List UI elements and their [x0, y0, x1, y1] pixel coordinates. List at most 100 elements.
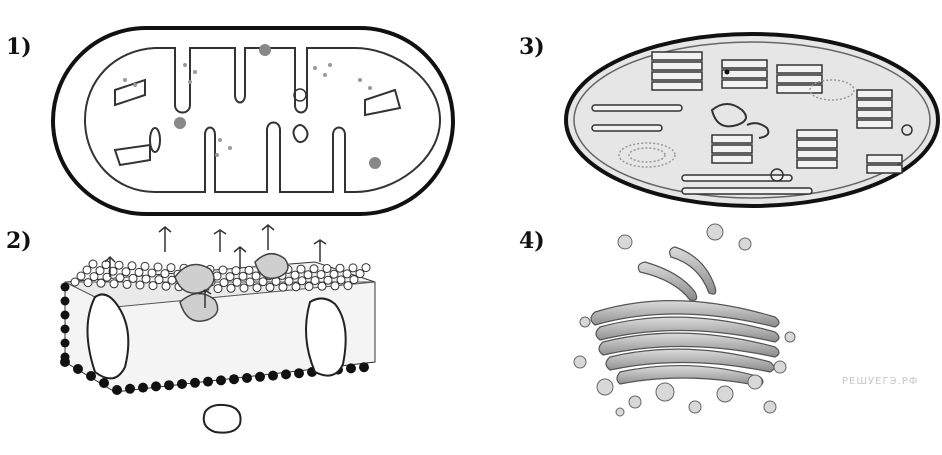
phospholipid-head — [359, 362, 369, 373]
phospholipid-head — [239, 283, 249, 293]
phospholipid-head — [346, 363, 356, 374]
phospholipid-head — [70, 277, 80, 287]
phospholipid-head — [330, 281, 340, 291]
phospholipid-head — [138, 382, 148, 393]
phospholipid-head — [296, 264, 306, 274]
phospholipid-head — [225, 272, 235, 282]
phospholipid-head — [82, 265, 92, 275]
golgi-apparatus-icon — [573, 223, 796, 417]
phospholipid-head — [86, 371, 96, 381]
phospholipid-head — [242, 373, 252, 383]
phospholipid-head — [322, 264, 332, 273]
figure-2-label: 2) — [6, 228, 32, 254]
phospholipid-head — [294, 368, 304, 379]
phospholipid-head — [244, 265, 254, 275]
phospholipid-head — [164, 380, 174, 391]
phospholipid-head — [361, 263, 371, 273]
phospholipid-head — [291, 282, 301, 292]
phospholipid-head — [134, 267, 144, 277]
phospholipid-head — [177, 379, 187, 389]
phospholipid-head — [76, 271, 86, 281]
phospholipid-head — [310, 276, 320, 285]
phospholipid-head — [140, 261, 150, 271]
phospholipid-head — [109, 279, 119, 289]
phospholipid-head — [190, 377, 200, 388]
phospholipid-head — [127, 261, 137, 271]
phospholipid-head — [60, 296, 70, 306]
phospholipid-head — [60, 338, 70, 348]
phospholipid-head — [336, 275, 346, 285]
phospholipid-head — [278, 282, 288, 292]
cell-membrane-icon — [60, 224, 376, 434]
phospholipid-head — [161, 281, 171, 291]
phospholipid-head — [108, 266, 118, 276]
phospholipid-head — [317, 281, 327, 291]
phospholipid-head — [88, 259, 98, 269]
phospholipid-head — [218, 265, 228, 275]
phospholipid-head — [148, 281, 158, 291]
phospholipid-head — [284, 276, 294, 286]
phospholipid-head — [89, 272, 99, 282]
phospholipid-head — [160, 269, 170, 279]
phospholipid-head — [60, 324, 70, 334]
phospholipid-head — [323, 275, 333, 285]
phospholipid-head — [102, 272, 112, 282]
phospholipid-head — [238, 271, 248, 281]
phospholipid-head — [135, 280, 145, 290]
phospholipid-head — [203, 376, 213, 387]
phospholipid-head — [147, 268, 157, 278]
phospholipid-head — [151, 381, 161, 392]
phospholipid-head — [232, 277, 242, 287]
phospholipid-head — [60, 352, 70, 362]
phospholipid-head — [355, 269, 365, 279]
figure-1-label: 1) — [6, 34, 32, 60]
phospholipid-head — [115, 273, 125, 283]
phospholipid-head — [281, 369, 291, 380]
phospholipid-head — [60, 310, 70, 320]
phospholipid-head — [258, 277, 268, 287]
watermark: РЕШУЕГЭ.РФ — [842, 376, 919, 387]
phospholipid-head — [316, 270, 326, 279]
phospholipid-head — [252, 283, 262, 293]
phospholipid-head — [335, 263, 345, 273]
chloroplast-icon — [564, 32, 940, 208]
phospholipid-head — [73, 364, 83, 374]
phospholipid-head — [216, 375, 226, 386]
phospholipid-head — [303, 270, 313, 280]
phospholipid-head — [166, 263, 176, 273]
phospholipid-head — [229, 374, 239, 385]
phospholipid-head — [60, 282, 70, 292]
phospholipid-head — [290, 270, 300, 280]
figure-3-label: 3) — [519, 34, 545, 60]
phospholipid-head — [349, 275, 359, 285]
figure-4-label: 4) — [519, 228, 545, 254]
mitochondrion-icon — [51, 26, 455, 216]
phospholipid-head — [122, 279, 132, 289]
phospholipid-head — [255, 371, 265, 382]
phospholipid-head — [213, 284, 223, 294]
phospholipid-head — [128, 273, 138, 283]
phospholipid-head — [251, 271, 261, 281]
phospholipid-head — [95, 266, 105, 276]
phospholipid-head — [304, 282, 314, 291]
phospholipid-head — [309, 264, 319, 274]
phospholipid-head — [141, 274, 151, 284]
phospholipid-head — [121, 267, 131, 277]
phospholipid-head — [342, 269, 352, 279]
phospholipid-head — [219, 278, 229, 288]
phospholipid-head — [297, 276, 307, 286]
phospholipid-head — [343, 281, 353, 291]
phospholipid-head — [226, 283, 236, 293]
phospholipid-head — [114, 260, 124, 270]
phospholipid-head — [125, 383, 135, 394]
phospholipid-head — [329, 269, 339, 279]
phospholipid-head — [153, 262, 163, 272]
phospholipid-head — [245, 277, 255, 287]
phospholipid-head — [96, 278, 106, 288]
phospholipid-head — [154, 275, 164, 285]
phospholipid-head — [268, 370, 278, 381]
phospholipid-head — [112, 385, 122, 395]
phospholipid-head — [265, 282, 275, 292]
phospholipid-head — [99, 378, 109, 388]
phospholipid-head — [83, 278, 93, 288]
